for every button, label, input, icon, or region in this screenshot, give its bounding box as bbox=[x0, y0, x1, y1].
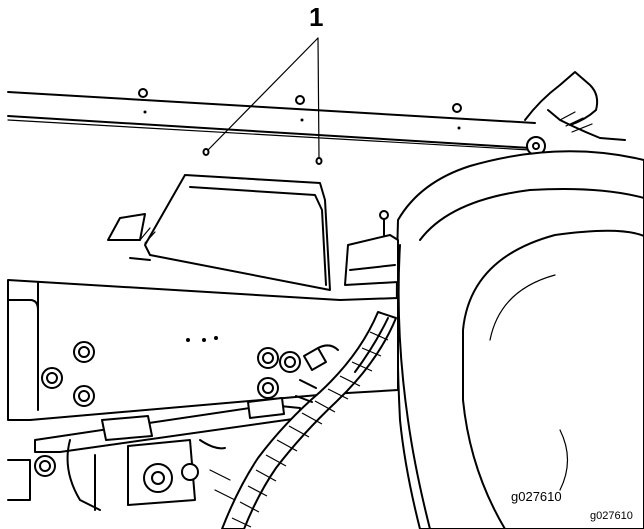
callout-leaders bbox=[202, 37, 323, 165]
handle-grip bbox=[524, 71, 626, 156]
upper-rail bbox=[7, 88, 536, 151]
reservoir bbox=[344, 210, 399, 286]
bolts bbox=[34, 341, 301, 477]
hydraulic-hoses bbox=[221, 311, 397, 529]
fastener-hole-right bbox=[315, 157, 323, 165]
tire bbox=[462, 229, 644, 529]
fastener-hole-left bbox=[202, 148, 210, 156]
callout-number-1: 1 bbox=[309, 2, 324, 32]
seat-back-plate bbox=[107, 174, 331, 291]
figure-id-caption: g027610 bbox=[590, 510, 633, 522]
lower-mechanism bbox=[7, 439, 236, 511]
figure-id-label: g027610 bbox=[511, 489, 562, 504]
frame-rail bbox=[7, 279, 399, 421]
